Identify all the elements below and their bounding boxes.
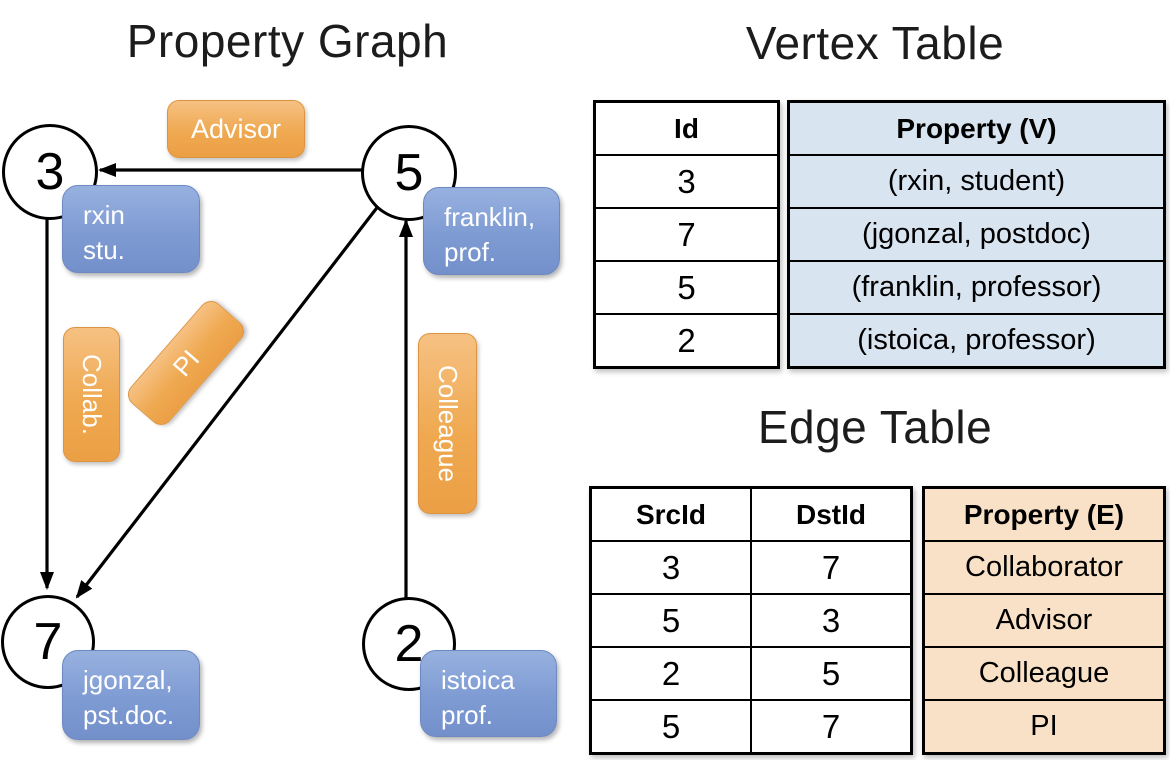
edge-dstid-cell: 7 (821, 548, 841, 586)
edge-label-text: PI (166, 343, 206, 382)
edge-label-text: Colleague (433, 364, 463, 483)
vertex-prop-line: istoica (441, 665, 515, 695)
edge-property-cell: Collaborator (965, 551, 1123, 583)
edge-table-title: Edge Table (757, 401, 993, 453)
graph-edges (40, 163, 413, 641)
vertex-prop-line: stu. (83, 235, 125, 266)
edge-table-id-columns: SrcId DstId 3 7 5 3 2 5 5 7 (589, 486, 913, 755)
vertex-id-cell: 7 (677, 215, 696, 253)
edge-property-cell: Colleague (978, 657, 1110, 689)
vertex-property-cell: (franklin, professor) (851, 271, 1102, 303)
edge-srcid-cell: 5 (592, 701, 752, 752)
vertex-prop-line: jgonzal, (83, 665, 173, 695)
vertex-table-property-header: Property (V) (896, 112, 1057, 144)
edge-srcid-cell: 2 (592, 648, 752, 699)
vertex-prop-box-franklin: franklin, prof. (423, 187, 560, 275)
node-label: 3 (35, 143, 65, 201)
node-label: 7 (33, 613, 63, 671)
graph-node-2: 2 (362, 597, 456, 691)
vertex-prop-line: pst.doc. (83, 700, 175, 731)
vertex-id-cell: 5 (677, 268, 696, 306)
vertex-table-title: Vertex Table (745, 17, 1005, 69)
edge-dstid-cell: 5 (821, 654, 841, 692)
edge-pi-line (75, 169, 408, 599)
graph-title: Property Graph (126, 15, 449, 67)
edge-property-cell: Advisor (995, 604, 1093, 636)
edge-table-property-column: Property (E) Collaborator Advisor Collea… (922, 486, 1166, 755)
vertex-prop-line: prof. (441, 700, 494, 731)
edge-srcid-cell: 3 (592, 542, 752, 593)
edge-label-colleague: Colleague (418, 333, 477, 514)
node-label: 2 (394, 615, 424, 673)
vertex-id-cell: 2 (677, 321, 696, 359)
vertex-prop-line: rxin (83, 200, 125, 230)
vertex-prop-line: prof. (444, 237, 497, 268)
graph-node-5: 5 (361, 125, 457, 221)
edge-label-text: Advisor (190, 113, 282, 144)
edge-dstid-cell: 7 (821, 707, 841, 745)
edge-table-dstid-header: DstId (796, 498, 866, 530)
edge-property-cell: PI (1030, 710, 1058, 742)
vertex-prop-box-jgonzal: jgonzal, pst.doc. (62, 650, 200, 740)
vertex-table-id-header: Id (674, 112, 699, 144)
vertex-property-cell: (istoica, professor) (857, 324, 1096, 356)
edge-table-property-header: Property (E) (963, 498, 1125, 530)
vertex-prop-box-rxin: rxin stu. (62, 185, 200, 273)
edge-label-advisor: Advisor (167, 100, 305, 158)
edge-label-collab: Collab. (63, 327, 120, 462)
vertex-table-id-column: Id 3 7 5 2 (593, 100, 780, 369)
vertex-id-cell: 3 (677, 162, 696, 200)
edge-table-srcid-header: SrcId (592, 489, 752, 540)
vertex-prop-line: franklin, (444, 202, 536, 232)
vertex-prop-box-istoica: istoica prof. (420, 650, 557, 737)
node-label: 5 (394, 144, 424, 202)
edge-label-text: Collab. (77, 354, 107, 435)
edge-srcid-cell: 5 (592, 595, 752, 646)
vertex-property-cell: (rxin, student) (887, 165, 1066, 197)
edge-dstid-cell: 3 (821, 601, 841, 639)
vertex-property-cell: (jgonzal, postdoc) (862, 218, 1091, 250)
vertex-table-property-column: Property (V) (rxin, student) (jgonzal, p… (787, 100, 1166, 369)
